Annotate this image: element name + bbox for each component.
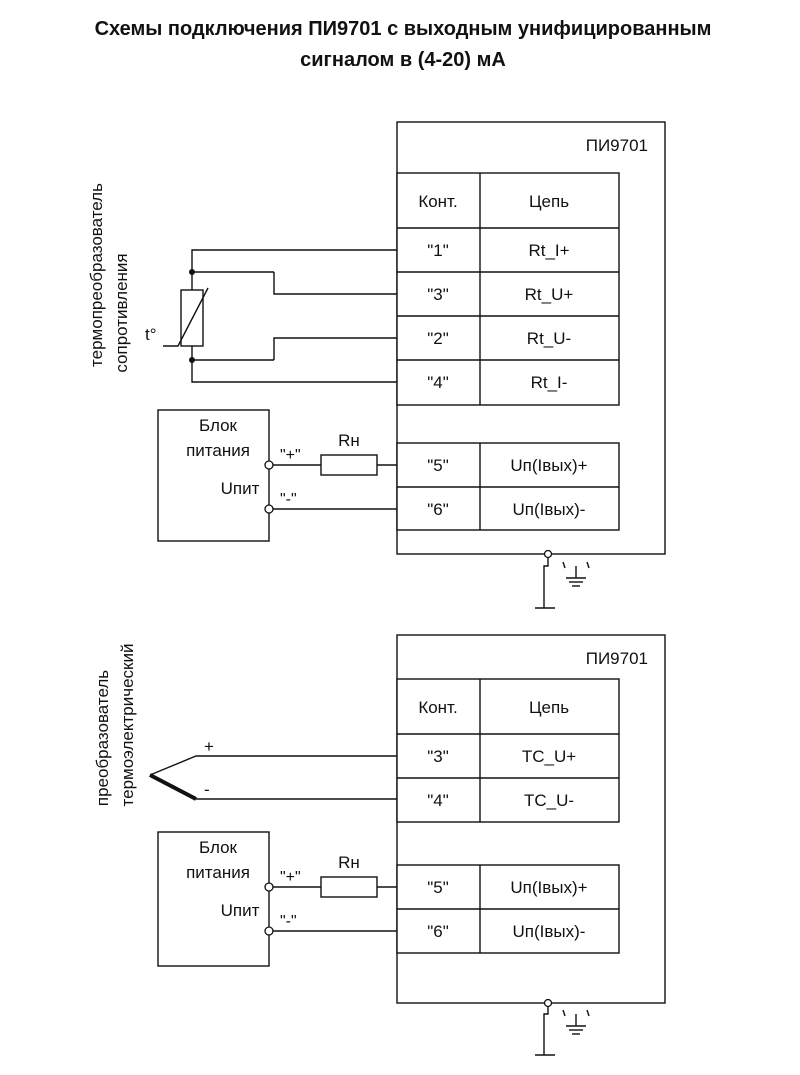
tc-plus-label: + bbox=[204, 737, 214, 756]
resistor-label: Rн bbox=[338, 431, 360, 450]
circuit-label: Uп(Iвых)- bbox=[513, 500, 586, 519]
power-block bbox=[157, 409, 270, 542]
terminal-plus bbox=[264, 460, 274, 470]
device-name: ПИ9701 bbox=[586, 136, 648, 155]
device-name: ПИ9701 bbox=[586, 649, 648, 668]
circuit-label: Rt_U+ bbox=[525, 285, 574, 304]
circuit-label: Uп(Iвых)- bbox=[513, 922, 586, 941]
power-block-label-line1: Блок bbox=[199, 416, 238, 435]
power-block bbox=[157, 831, 270, 967]
diagram-rtd: ПИ9701 Конт. Цепь "1" Rt_I+ "3" Rt_U+ "2… bbox=[87, 121, 666, 609]
page-title-line2: сигналом в (4-20) мА bbox=[300, 49, 506, 71]
contact-table: Конт. Цепь "1" Rt_I+ "3" Rt_U+ "2" Rt_U-… bbox=[396, 172, 620, 406]
temp-symbol: t° bbox=[145, 325, 157, 344]
power-block-label-line2: питания bbox=[186, 441, 250, 460]
contact-label: "4" bbox=[427, 373, 449, 392]
sensor-label-line1: термопреобразователь bbox=[87, 183, 106, 367]
circuit-label: Uп(Iвых)+ bbox=[510, 456, 587, 475]
table-header-circuit: Цепь bbox=[529, 192, 569, 211]
ground-icon bbox=[535, 998, 590, 1056]
sensor-label-line2: сопротивления bbox=[112, 253, 131, 372]
contact-label: "3" bbox=[427, 285, 449, 304]
contact-label: "1" bbox=[427, 241, 449, 260]
page-title-line1: Схемы подключения ПИ9701 с выходным униф… bbox=[95, 18, 712, 40]
contact-label: "6" bbox=[427, 922, 449, 941]
thermocouple-icon bbox=[149, 755, 397, 801]
power-block-label-line2: питания bbox=[186, 863, 250, 882]
table-header-contact: Конт. bbox=[418, 192, 457, 211]
tc-minus-label: - bbox=[204, 780, 210, 799]
table-header-contact: Конт. bbox=[418, 698, 457, 717]
circuit-label: Uп(Iвых)+ bbox=[510, 878, 587, 897]
power-block-voltage: Uпит bbox=[221, 479, 260, 498]
plus-label: "+" bbox=[280, 447, 301, 464]
ground-icon bbox=[535, 549, 590, 609]
contact-label: "3" bbox=[427, 747, 449, 766]
thermoresistor-icon bbox=[163, 287, 209, 347]
resistor-label: Rн bbox=[338, 853, 360, 872]
plus-label: "+" bbox=[280, 869, 301, 886]
circuit-label: Rt_U- bbox=[527, 329, 571, 348]
contact-label: "5" bbox=[427, 878, 449, 897]
contact-label: "4" bbox=[427, 791, 449, 810]
power-block-label-line1: Блок bbox=[199, 838, 238, 857]
contact-table: Конт. Цепь "3" TC_U+ "4" TC_U- bbox=[396, 678, 620, 823]
circuit-label: Rt_I+ bbox=[528, 241, 569, 260]
power-contact-table: "5" Uп(Iвых)+ "6" Uп(Iвых)- bbox=[396, 864, 620, 954]
terminal-plus bbox=[264, 882, 274, 892]
power-contact-table: "5" Uп(Iвых)+ "6" Uп(Iвых)- bbox=[396, 442, 620, 531]
circuit-label: Rt_I- bbox=[531, 373, 568, 392]
contact-label: "2" bbox=[427, 329, 449, 348]
terminal-minus bbox=[264, 926, 274, 936]
load-resistor bbox=[320, 454, 378, 476]
minus-label: "-" bbox=[280, 913, 297, 930]
sensor-label-line2: термоэлектрический bbox=[118, 644, 137, 807]
table-header-circuit: Цепь bbox=[529, 698, 569, 717]
rtd-wiring bbox=[189, 249, 397, 383]
contact-label: "6" bbox=[427, 500, 449, 519]
contact-label: "5" bbox=[427, 456, 449, 475]
power-block-voltage: Uпит bbox=[221, 901, 260, 920]
load-resistor bbox=[320, 876, 378, 898]
circuit-label: TC_U- bbox=[524, 791, 574, 810]
diagram-thermocouple: ПИ9701 Конт. Цепь "3" TC_U+ "4" TC_U- "5… bbox=[93, 634, 666, 1056]
circuit-label: TC_U+ bbox=[522, 747, 576, 766]
sensor-label-line1: преобразователь bbox=[93, 670, 112, 806]
minus-label: "-" bbox=[280, 491, 297, 508]
terminal-minus bbox=[264, 504, 274, 514]
